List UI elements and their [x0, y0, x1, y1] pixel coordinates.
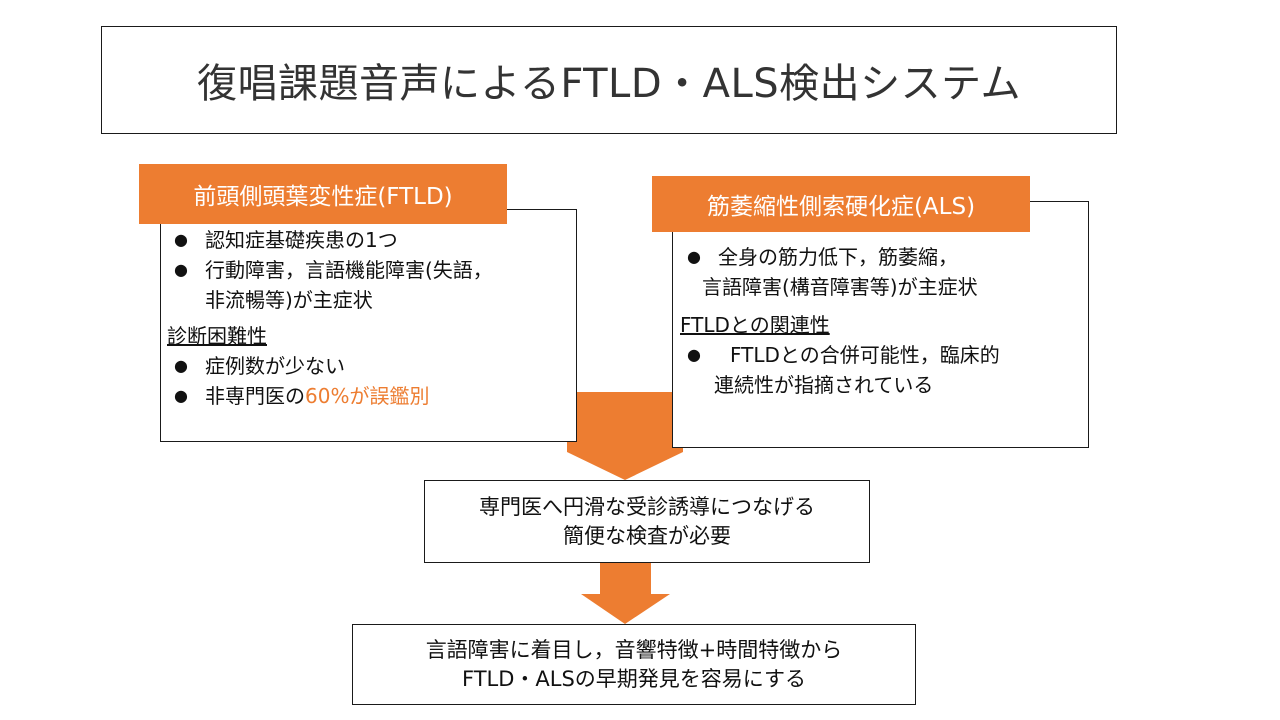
als-content: 全身の筋力低下，筋萎縮， 言語障害(構音障害等)が主症状 FTLDとの関連性 F… — [680, 242, 1000, 400]
als-section-heading: FTLDとの関連性 — [680, 313, 830, 337]
middle-line: 専門医へ円滑な受診誘導につなげる — [479, 494, 815, 519]
als-bullet: FTLDとの合併可能性，臨床的 — [680, 340, 1000, 370]
bottom-box: 言語障害に着目し，音響特徴+時間特徴から FTLD・ALSの早期発見を容易にする — [352, 624, 916, 705]
als-bullet-continuation: 連続性が指摘されている — [714, 373, 934, 397]
down-arrow — [581, 563, 670, 624]
als-bullet: 全身の筋力低下，筋萎縮， — [680, 242, 1000, 272]
ftld-label: 前頭側頭葉変性症(FTLD) — [139, 164, 507, 224]
ftld-content: 認知症基礎疾患の1つ 行動障害，言語機能障害(失語， 非流暢等)が主症状 診断困… — [167, 225, 493, 411]
merge-arrow — [567, 392, 683, 480]
ftld-bullet: 症例数が少ない — [167, 351, 493, 381]
ftld-section-heading: 診断困難性 — [167, 324, 267, 348]
ftld-bullet-continuation: 非流暢等)が主症状 — [205, 288, 373, 312]
middle-line: 簡便な検査が必要 — [563, 523, 731, 548]
als-bullet-continuation: 言語障害(構音障害等)が主症状 — [702, 275, 978, 299]
ftld-bullet: 行動障害，言語機能障害(失語， — [167, 255, 493, 285]
als-label: 筋萎縮性側索硬化症(ALS) — [652, 176, 1030, 232]
ftld-bullet-prefix: 非専門医の — [205, 384, 305, 408]
bottom-line: 言語障害に着目し，音響特徴+時間特徴から — [425, 637, 843, 662]
title-box: 復唱課題音声によるFTLD・ALS検出システム — [101, 26, 1117, 134]
ftld-misdiagnosis-rate: 60%が誤鑑別 — [305, 384, 430, 408]
bottom-line: FTLD・ALSの早期発見を容易にする — [461, 666, 806, 691]
ftld-bullet-highlight: 非専門医の60%が誤鑑別 — [167, 381, 493, 411]
page-title: 復唱課題音声によるFTLD・ALS検出システム — [197, 61, 1021, 107]
ftld-bullet: 認知症基礎疾患の1つ — [167, 225, 493, 255]
middle-box: 専門医へ円滑な受診誘導につなげる 簡便な検査が必要 — [424, 480, 870, 563]
